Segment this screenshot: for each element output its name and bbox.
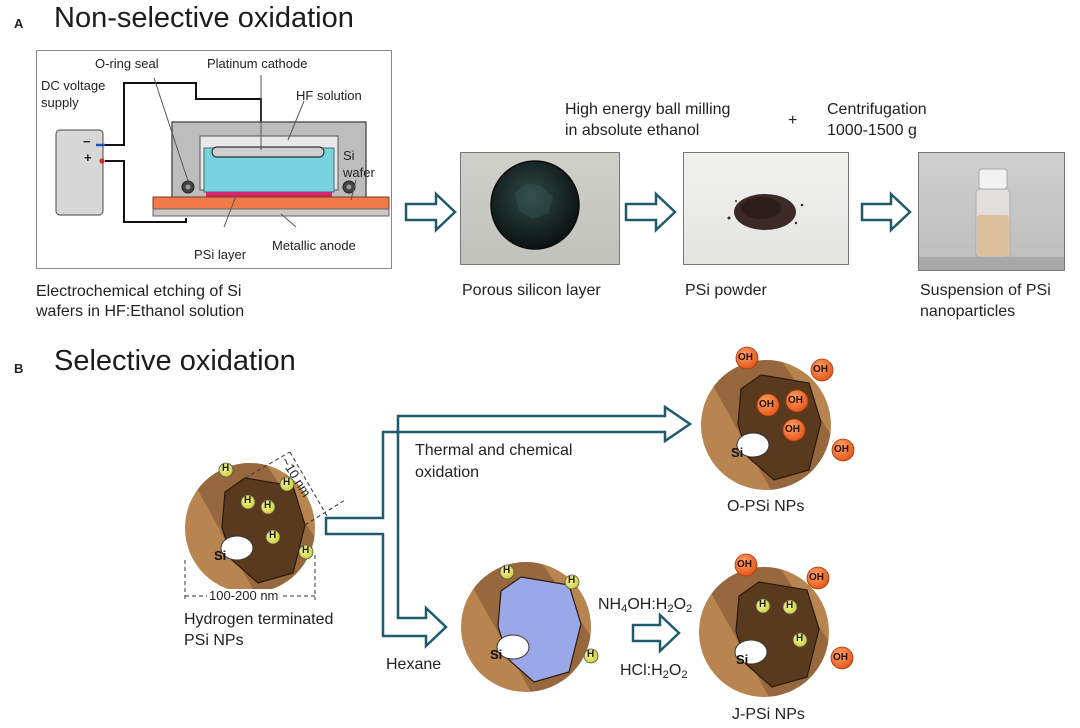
leader-oring xyxy=(153,77,189,182)
psi-powder-photo xyxy=(683,152,849,265)
porous-silicon-photo xyxy=(460,152,620,265)
reagent1-part-f: 2 xyxy=(686,602,693,615)
leader-psi xyxy=(223,195,237,228)
reagent1-part-e: O xyxy=(673,596,687,613)
metallic-anode xyxy=(152,208,390,217)
hexane-caption: Hexane xyxy=(386,656,442,673)
reagent1-part-d: 2 xyxy=(667,602,674,615)
oh-label: OH xyxy=(813,364,828,375)
porous-wafer-disc xyxy=(490,160,580,250)
oh-label: OH xyxy=(738,352,753,363)
reagent2-part-b: 2 xyxy=(662,668,669,681)
reagent-nh4oh-h2o2: NH4OH:H2O2 xyxy=(598,596,692,616)
etching-cell-schematic xyxy=(36,50,392,269)
hydrogen-atoms xyxy=(218,462,808,664)
h-label: H xyxy=(796,633,804,644)
label-psi-layer: PSi layer xyxy=(194,247,247,262)
label-hf-solution: HF solution xyxy=(296,88,362,103)
panel-b-title: Selective oxidation xyxy=(54,345,296,377)
thermal-caption-line1: Thermal and chemical xyxy=(415,442,573,459)
label-plus: + xyxy=(84,150,92,165)
dc-supply-box xyxy=(55,129,104,216)
oh-label: OH xyxy=(759,399,774,410)
centrifugation-caption-line1: Centrifugation xyxy=(827,101,927,118)
label-dc-voltage-line1: DC voltage xyxy=(41,78,106,93)
suspension-vial-photo xyxy=(918,152,1065,271)
si-label-np2: Si xyxy=(731,445,744,460)
arrow-layer-to-powder xyxy=(624,191,677,233)
branching-arrow xyxy=(324,404,693,649)
o-psi-caption: O-PSi NPs xyxy=(727,498,805,515)
step4-caption-line2: nanoparticles xyxy=(920,303,1016,320)
label-dc-voltage-line2: supply xyxy=(41,95,79,110)
oh-label: OH xyxy=(834,444,849,455)
si-label-np3: Si xyxy=(490,647,503,662)
panel-a-letter: A xyxy=(14,16,24,31)
reagent1-part-a: NH xyxy=(598,596,622,613)
step1-caption-line2: wafers in HF:Ethanol solution xyxy=(36,303,245,320)
step4-caption-line1: Suspension of PSi xyxy=(920,282,1051,299)
psi-layer-strip xyxy=(206,192,332,197)
milling-caption-line1: High energy ball milling xyxy=(565,101,731,118)
panel-b-letter: B xyxy=(14,361,24,376)
si-label-np4: Si xyxy=(736,652,749,667)
milling-caption-line2: in absolute ethanol xyxy=(565,122,700,139)
h-label: H xyxy=(568,575,576,586)
arrow-reagents xyxy=(631,612,681,654)
si-label-np1: Si xyxy=(214,548,227,563)
label-platinum-cathode: Platinum cathode xyxy=(207,56,308,71)
h-label: H xyxy=(269,530,277,541)
h-label: H xyxy=(264,500,272,511)
reagent2-part-a: HCl:H xyxy=(620,662,663,679)
hexane-np xyxy=(461,562,591,692)
oh-label: OH xyxy=(737,559,752,570)
h-label: H xyxy=(222,463,230,474)
h-label: H xyxy=(503,565,511,576)
leader-si xyxy=(350,179,357,201)
oh-label: OH xyxy=(788,395,803,406)
centrifugation-caption-line2: 1000-1500 g xyxy=(827,122,917,139)
vial-liquid xyxy=(977,215,1009,256)
particle-size-label: 100-200 nm xyxy=(207,588,281,604)
step3-caption: PSi powder xyxy=(685,282,767,299)
oh-label: OH xyxy=(809,572,824,583)
hydroxyl-groups xyxy=(734,346,855,670)
leader-anode xyxy=(280,213,297,228)
panel-a-title: Non-selective oxidation xyxy=(54,2,354,34)
label-si-wafer-line2: wafer xyxy=(343,165,375,180)
thermal-caption-line2: oxidation xyxy=(415,464,480,481)
plus-sign: + xyxy=(788,112,798,129)
arrow-powder-to-suspension xyxy=(860,191,912,233)
h-label: H xyxy=(302,545,310,556)
label-si-wafer-line1: Si xyxy=(343,148,355,163)
h-np-caption-line2: PSi NPs xyxy=(184,632,244,649)
reagent1-part-b: 4 xyxy=(621,602,628,615)
label-oring-seal: O-ring seal xyxy=(95,56,159,71)
reagent2-part-d: 2 xyxy=(681,668,688,681)
anode-wire xyxy=(105,160,187,223)
label-metallic-anode: Metallic anode xyxy=(272,238,356,253)
step1-caption-line1: Electrochemical etching of Si xyxy=(36,283,242,300)
oh-label: OH xyxy=(833,652,848,663)
label-minus: − xyxy=(83,134,91,149)
plus-terminal xyxy=(99,158,105,164)
h-label: H xyxy=(786,600,794,611)
platinum-electrode xyxy=(211,146,325,158)
oh-label: OH xyxy=(785,424,800,435)
h-label: H xyxy=(283,477,291,488)
h-label: H xyxy=(587,649,595,660)
leader-hf xyxy=(287,100,305,141)
reagent-hcl-h2o2: HCl:H2O2 xyxy=(620,662,688,682)
arrow-etching-to-layer xyxy=(404,191,457,233)
h-np-caption-line1: Hydrogen terminated xyxy=(184,611,334,628)
reagent1-part-c: OH:H xyxy=(627,596,668,613)
h-label: H xyxy=(244,495,252,506)
j-psi-caption: J-PSi NPs xyxy=(732,706,805,723)
step2-caption: Porous silicon layer xyxy=(462,282,601,299)
h-label: H xyxy=(759,599,767,610)
reagent2-part-c: O xyxy=(668,662,682,679)
